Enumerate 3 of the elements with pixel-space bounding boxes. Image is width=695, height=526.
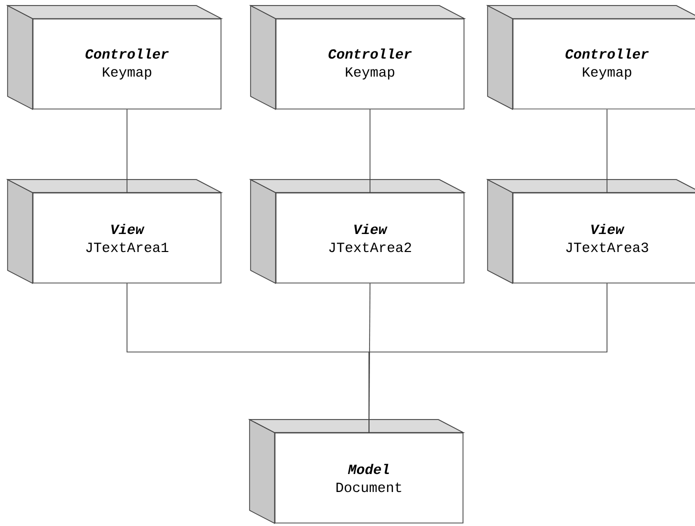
- connector-line: [606, 108, 608, 193]
- connector-line: [126, 108, 128, 193]
- connector-line: [368, 282, 608, 433]
